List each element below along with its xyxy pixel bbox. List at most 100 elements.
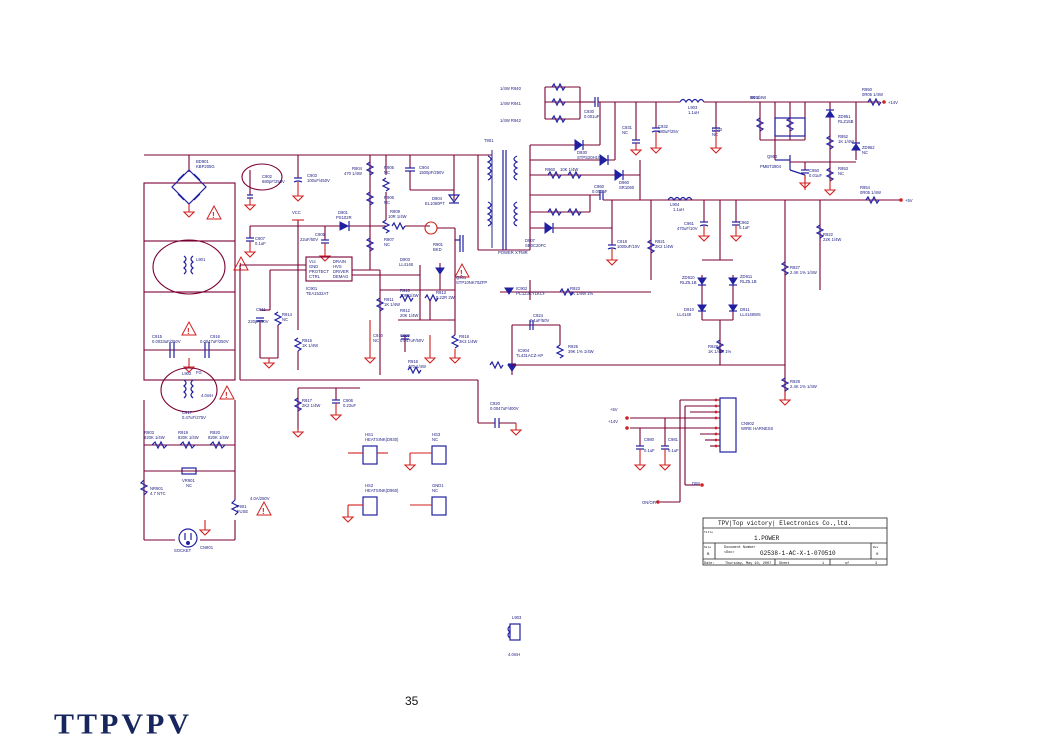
title-block-date: Thursday, May 10, 2007: [725, 561, 771, 566]
ic901-pin-drain: DRAIN: [333, 259, 346, 264]
label-r952: R952: [838, 134, 849, 139]
label-gnd1-val: NC: [432, 488, 438, 493]
label-c924: C924: [533, 313, 544, 318]
label-hs3: HS3: [432, 432, 441, 437]
label-r941: 1/4W R941: [500, 101, 522, 106]
label-d960: D960: [619, 180, 630, 185]
label-r928-val: 1K 1/4W 1%: [708, 349, 732, 354]
svg-text:!: !: [187, 327, 190, 336]
label-zd952-val: NC: [862, 150, 868, 155]
title-block-title: 1.POWER: [754, 535, 780, 542]
label-l903b-val: 4.0mH: [508, 652, 520, 657]
label-c911-val: 220pF/50V: [248, 319, 269, 324]
label-vr901-val: NC: [186, 483, 192, 488]
label-ic902: IC902: [516, 286, 528, 291]
label-zd911: ZD911: [740, 274, 753, 279]
label-zd952: ZD952: [862, 145, 875, 150]
label-r903-val: 820K 1/4W: [144, 435, 165, 440]
label-c903: C903: [307, 173, 318, 178]
label-r921-val: 2K2 1/4W: [655, 244, 673, 249]
svg-text:!: !: [225, 391, 228, 400]
label-r916-val: 470 1/4W: [408, 364, 426, 369]
label-d901: D901: [338, 210, 349, 215]
label-fg: FG: [196, 370, 202, 375]
title-block: TPV|Top victory| Electronics Co.,ltd. Ti…: [702, 517, 888, 566]
label-c930: C930: [584, 109, 595, 114]
label-c905: C905: [315, 232, 326, 237]
ac-socket-icon: [178, 528, 198, 548]
label-gnd1: GND1: [432, 483, 444, 488]
label-r928: R928: [708, 344, 719, 349]
title-block-of-label: of: [845, 561, 849, 566]
label-l904: L904: [670, 202, 680, 207]
label-r925-val: 39K 1% 1/4W: [568, 349, 594, 354]
bridge-rectifier-icon: [171, 169, 207, 205]
secondary-14v: [530, 82, 886, 196]
label-t901-type: POWER X'FMR: [498, 250, 528, 255]
ic901-pin-gnd: GND: [309, 264, 318, 269]
label-c981-val: 0.1uF: [668, 448, 679, 453]
label-l901: L901: [196, 257, 206, 262]
svg-text:!: !: [212, 211, 215, 220]
label-c915-val: 0.0033uF/250V: [152, 339, 181, 344]
label-c924-val: 0.1uF/50V: [530, 318, 550, 323]
label-bd901-val: KBP205G: [196, 164, 215, 169]
ic901-pin-protect: PROTECT: [309, 269, 329, 274]
label-c902-val: 680pF/250V: [262, 179, 285, 184]
ic901-pin-demag: DEMAG: [333, 274, 348, 279]
label-d907-val: SB0C20FC: [525, 243, 546, 248]
label-c980: C980: [644, 437, 655, 442]
label-r914: R914: [282, 312, 293, 317]
ic901-chip: Vcc GND PROTECT CTRL DRAIN HVS DRIVER DE…: [305, 256, 353, 282]
label-c906: C906: [343, 398, 354, 403]
label-r913-val: 0.22R 2W: [436, 295, 455, 300]
label-nr901: NR901: [150, 486, 164, 491]
secondary-5v: [489, 160, 903, 406]
label-r953-val: NC: [838, 171, 844, 176]
warning-icon: !: [233, 255, 249, 271]
ic901-pin-ctrl: CTRL: [309, 274, 321, 279]
label-d904-val: EL1060PT: [425, 201, 445, 206]
label-c962: C962: [739, 220, 750, 225]
label-cn902: CN902: [741, 421, 755, 426]
label-c904: C904: [419, 165, 430, 170]
label-r914-val: NC: [282, 317, 288, 322]
label-c903-val: 100uF/450V: [307, 178, 330, 183]
label-hs2-val: HEATSINK(D960): [365, 488, 399, 493]
label-c961-val: 470uF/10V: [677, 226, 698, 231]
label-r953: R953: [838, 166, 849, 171]
label-r906-val: NC: [384, 200, 390, 205]
label-c932: C932: [658, 124, 669, 129]
label-r910: R910: [400, 288, 411, 293]
label-c981: C981: [668, 437, 679, 442]
label-c950-val: 0.01uF: [809, 173, 822, 178]
cn902-connector: [625, 397, 737, 504]
label-r940: 1/4W R940: [500, 86, 522, 91]
label-c917-val: 0.47uF/275V: [182, 415, 206, 420]
label-q950: Q950: [767, 154, 778, 159]
label-t901: T901: [484, 138, 494, 143]
label-c907: C907: [255, 236, 266, 241]
label-d930: D930: [577, 150, 588, 155]
label-l903-val: 1.1uH: [688, 110, 699, 115]
label-r960: R960: [545, 167, 556, 172]
title-block-sheet: 1: [822, 562, 824, 566]
l904-inductor-icon: [667, 196, 693, 202]
label-r907: R907: [384, 237, 395, 242]
label-c910-val: NC: [373, 338, 379, 343]
label-l902: L902: [182, 371, 192, 376]
label-d904: D904: [432, 196, 443, 201]
label-f901-val: 4.0A/250V: [250, 496, 270, 501]
label-c980-val: 0.1uF: [644, 448, 655, 453]
label-r903: R903: [144, 430, 155, 435]
label-c907-val: 0.1uF: [255, 241, 266, 246]
warning-icon: !: [206, 204, 222, 220]
label-d960-val: SR1060: [619, 185, 635, 190]
l903-inductor-icon: [679, 98, 705, 104]
label-c916: C916: [210, 334, 221, 339]
label-zd951: ZD951: [838, 114, 851, 119]
label-r919-val: 820K 1/4W: [178, 435, 199, 440]
label-r911: R911: [384, 297, 394, 302]
label-zd910-val: RLZ5.1B: [680, 280, 697, 285]
title-block-date-label: Date:: [704, 562, 715, 566]
